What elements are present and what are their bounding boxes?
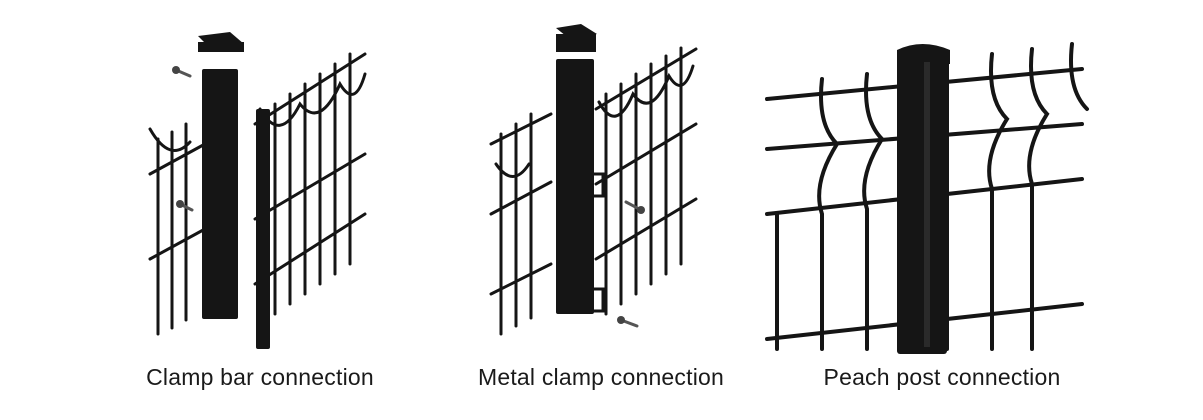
fence-post-metal-clamp-illustration	[489, 24, 698, 336]
peach-post-connection-image	[762, 14, 1122, 354]
caption: Peach post connection	[823, 364, 1061, 390]
clamp-bar-connection-image	[80, 14, 440, 354]
fence-peach-post-illustration	[765, 42, 1089, 354]
panel-clamp-bar: Clamp bar connection	[80, 0, 440, 420]
fence-post-clamp-bar-illustration	[148, 32, 367, 349]
panel-metal-clamp: Metal clamp connection	[421, 0, 781, 420]
caption: Clamp bar connection	[146, 364, 374, 390]
metal-clamp-connection-image	[421, 14, 781, 354]
panel-peach-post: Peach post connection	[762, 0, 1122, 420]
caption: Metal clamp connection	[477, 364, 725, 390]
